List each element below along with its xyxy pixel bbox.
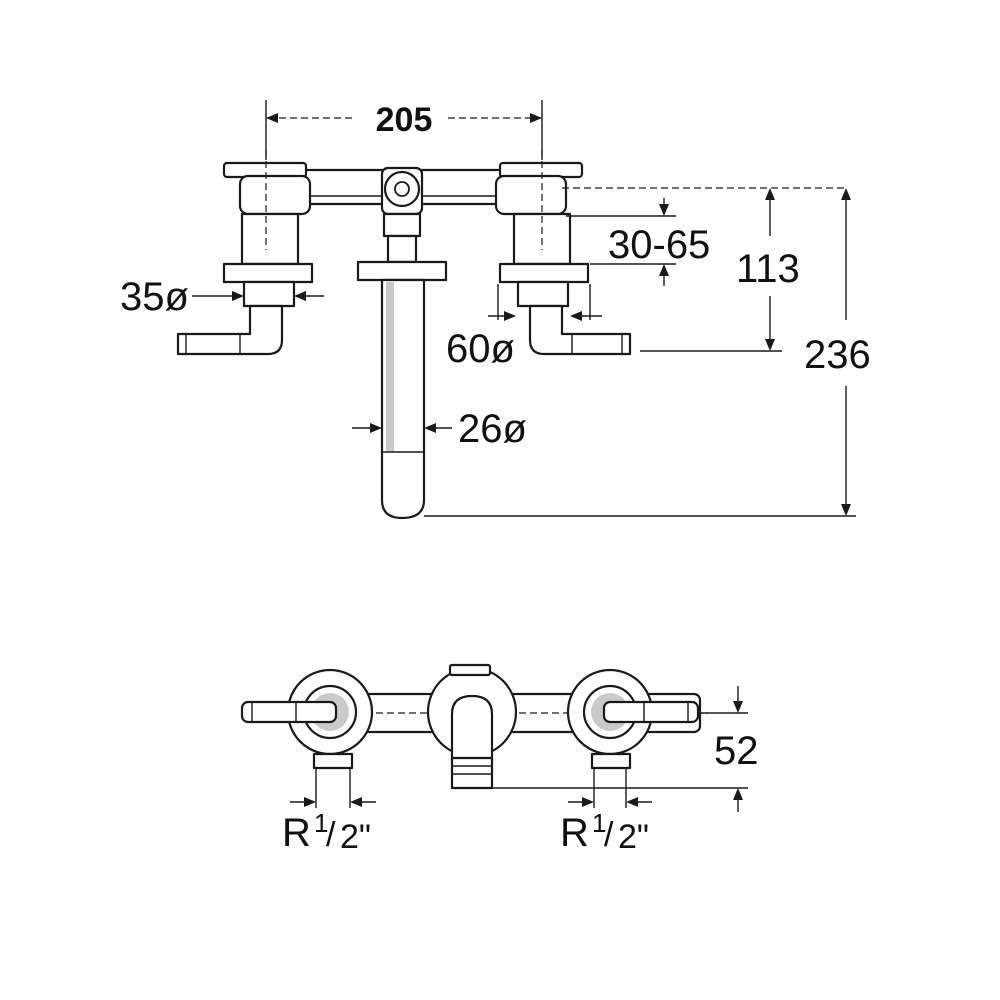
dim-52-arrow-bottom [733, 788, 743, 800]
dim-30-65-arrow-bottom [659, 264, 669, 276]
dim-r-left-fraction-num: 1 [314, 808, 328, 838]
dim-60-label: 60ø [446, 327, 515, 371]
dim-60-arrow-left [504, 311, 516, 321]
dim-52-label: 52 [714, 729, 759, 773]
dim-113-label: 113 [736, 247, 800, 291]
plan-right-inlet-stub [590, 752, 632, 770]
dim-r-left-arrow-a [304, 797, 316, 807]
dim-60-arrow-right [570, 311, 582, 321]
dim-30-65-arrow-top [659, 204, 669, 216]
dim-r-right-fraction-slash: / [604, 816, 614, 854]
dim-r-right-arrow-a [582, 797, 594, 807]
dim-35-arrow-left [232, 291, 244, 301]
plan-left-handle [240, 700, 338, 724]
dim-205-arrow-right [530, 113, 542, 123]
dim-30-65-label: 30-65 [608, 223, 710, 267]
dim-113-arrow-bottom [765, 339, 775, 351]
spout-tube-shade [386, 282, 394, 452]
dim-r-right-fraction-num: 1 [592, 808, 606, 838]
front-elevation: 205 35ø 60ø 30-65 113 [120, 100, 871, 520]
dim-113-arrow-top [765, 188, 775, 200]
plan-view: R 1 / 2" R 1 / 2" 52 [240, 663, 759, 856]
dim-236-arrow-top [841, 188, 851, 200]
plan-spout-outlet [450, 756, 494, 790]
right-valve-elbow [494, 174, 568, 216]
left-handle [176, 304, 284, 356]
dim-r-left-fraction-den: 2" [340, 818, 371, 856]
dim-26-label: 26ø [458, 407, 527, 451]
dim-r-left-thread: R [282, 811, 311, 855]
dim-r-left-fraction-slash: / [326, 816, 336, 854]
left-valve-flange [222, 262, 314, 284]
dim-52-arrow-top [733, 701, 743, 713]
dim-26-arrow-left [370, 423, 382, 433]
left-valve-collar [242, 280, 296, 308]
plan-center-hub-cap [448, 663, 492, 677]
plan-right-handle [602, 700, 700, 724]
dim-r-left-arrow-b [350, 797, 362, 807]
plan-spout-elbow [450, 694, 494, 762]
center-hub-core [394, 181, 410, 197]
dim-r-right-thread: R [560, 811, 589, 855]
dim-236-label: 236 [804, 333, 871, 377]
dim-205-arrow-left [266, 113, 278, 123]
right-valve-collar [516, 280, 570, 308]
dim-r-right-arrow-b [626, 797, 638, 807]
dim-205-label: 205 [376, 101, 433, 139]
spout-neck-upper [382, 212, 422, 238]
left-valve-elbow [238, 174, 312, 216]
dim-26-arrow-right [424, 423, 436, 433]
dim-r-right-fraction-den: 2" [618, 818, 649, 856]
dim-35-arrow-right [294, 291, 306, 301]
right-valve-flange [498, 262, 590, 284]
dim-35-label: 35ø [120, 275, 189, 319]
plan-left-inlet-stub [312, 752, 354, 770]
spout-flange [356, 260, 448, 282]
spout-neck-lower [386, 234, 418, 264]
left-valve-body [240, 212, 300, 266]
right-handle [528, 304, 632, 356]
dim-236-arrow-bottom [841, 504, 851, 516]
